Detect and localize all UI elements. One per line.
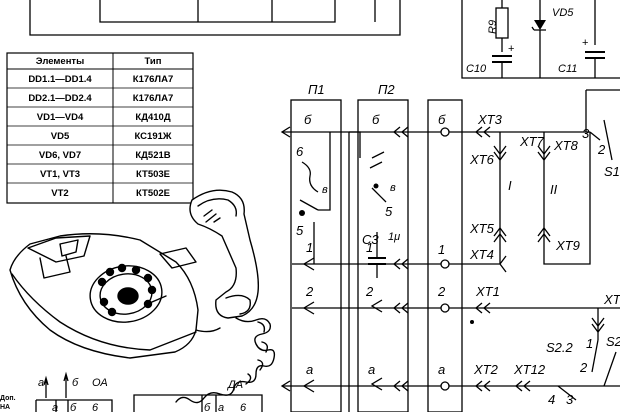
terminal-2: 2: [437, 284, 446, 299]
s1-label: S1: [604, 164, 620, 179]
xt3-label: XT3: [477, 112, 503, 127]
p1-pin-1: 1: [306, 240, 313, 255]
top-right-components: R9 + C10 VD5 + C11: [461, 0, 620, 79]
table-cell-type: КД521В: [135, 150, 170, 161]
table-header-type: Тип: [144, 56, 161, 67]
p1-pin-v: в: [322, 184, 328, 196]
p2-pin-1: 1: [366, 240, 373, 255]
table-cell-elements: VD1—VD4: [37, 112, 84, 123]
xt-right-label: XT: [603, 292, 620, 307]
terminal-strip: б 1 2 а: [427, 99, 463, 413]
p1-pin-2: 2: [305, 284, 314, 299]
oa-a-label: а: [38, 377, 44, 389]
oa-b-label: б: [72, 377, 79, 389]
p1-pin-b: б: [304, 112, 312, 127]
table-cell-elements: DD2.1—DD2.4: [28, 93, 92, 104]
table-cell-type: КС191Ж: [135, 131, 172, 142]
table-cell-elements: VD6, VD7: [39, 150, 81, 161]
p1-pin-6: 6: [296, 144, 304, 159]
dop-label: Доп.: [0, 395, 16, 402]
da-a-pin: а: [218, 402, 224, 412]
xt2-label: XT2: [473, 362, 499, 377]
p2-pin-5: 5: [385, 204, 393, 219]
xt8-label: XT8: [553, 138, 579, 153]
p2-pin-b: б: [372, 112, 380, 127]
s2-n4: 4: [548, 392, 555, 407]
p2-title: П2: [378, 82, 395, 97]
xt6-label: XT6: [469, 152, 495, 167]
s2-n1: 1: [586, 336, 593, 351]
c3-label: C3: [362, 232, 379, 247]
p2-pin-a: а: [368, 362, 375, 377]
s1-n3: 3: [582, 126, 590, 141]
roman-1: I: [508, 178, 512, 193]
xt5-label: XT5: [469, 221, 495, 236]
oa-label: ОА: [92, 377, 108, 389]
telephone-illustration: [9, 189, 276, 404]
p1-pin-a: а: [306, 362, 313, 377]
da-six-pin: 6: [240, 402, 247, 412]
roman-2: II: [550, 182, 558, 197]
oa-b-pin: б: [70, 402, 77, 412]
zener-vd5: [534, 20, 546, 30]
xt4-label: XT4: [469, 247, 494, 262]
table-cell-elements: VT2: [51, 188, 68, 199]
p1-pin-5: 5: [296, 223, 304, 238]
c3-value: 1μ: [388, 231, 400, 243]
da-label: ДА: [226, 379, 243, 391]
vd5-label: VD5: [552, 7, 574, 19]
s2-n2: 2: [579, 360, 588, 375]
table-cell-type: К176ЛА7: [133, 93, 173, 104]
xt12-label: XT12: [513, 362, 546, 377]
table-header-elements: Элементы: [36, 56, 84, 67]
bottom-left-blocks: Доп. НА а б ОА а б 6 ДА б а 6: [0, 371, 263, 414]
table-cell-type: К176ЛА7: [133, 74, 173, 85]
ha-label: НА: [0, 404, 10, 411]
table-cell-elements: VT1, VT3: [40, 169, 80, 180]
s2-n3: 3: [566, 392, 574, 407]
parts-table: Элементы Тип DD1.1—DD1.4 К176ЛА7 DD2.1—D…: [6, 52, 194, 204]
xt1-label: XT1: [475, 284, 500, 299]
p2-pin-v: в: [390, 182, 396, 194]
r9-label: R9: [487, 20, 499, 34]
da-b-pin: б: [204, 402, 211, 412]
oa-a-pin: а: [52, 402, 58, 412]
p2-pin-2: 2: [365, 284, 374, 299]
xt7-label: XT7: [519, 134, 545, 149]
c10-label: C10: [466, 63, 487, 75]
s2-label: S2: [606, 334, 620, 349]
oa-six-pin: 6: [92, 402, 99, 412]
s2-2-label: S2.2: [546, 340, 574, 355]
table-cell-type: КД410Д: [135, 112, 170, 123]
table-cell-elements: DD1.1—DD1.4: [28, 74, 92, 85]
plus-sign-1: +: [508, 43, 514, 55]
plus-sign-2: +: [582, 37, 588, 49]
terminal-1: 1: [438, 242, 445, 257]
table-cell-elements: VD5: [51, 131, 70, 142]
terminal-b: б: [438, 112, 446, 127]
top-left-block: [29, 0, 401, 36]
table-cell-type: КТ502Е: [136, 188, 170, 199]
xt9-label: XT9: [555, 238, 580, 253]
right-connectors: XT3 XT6 I XT5 XT4 XT7 XT8 II XT9 XT1 XT2…: [469, 89, 620, 407]
bus-lines: [280, 126, 620, 412]
p1-title: П1: [308, 82, 325, 97]
terminal-a: а: [438, 362, 445, 377]
s1-n2: 2: [597, 142, 606, 157]
c11-label: C11: [558, 63, 577, 75]
table-cell-type: КТ503Е: [136, 169, 170, 180]
